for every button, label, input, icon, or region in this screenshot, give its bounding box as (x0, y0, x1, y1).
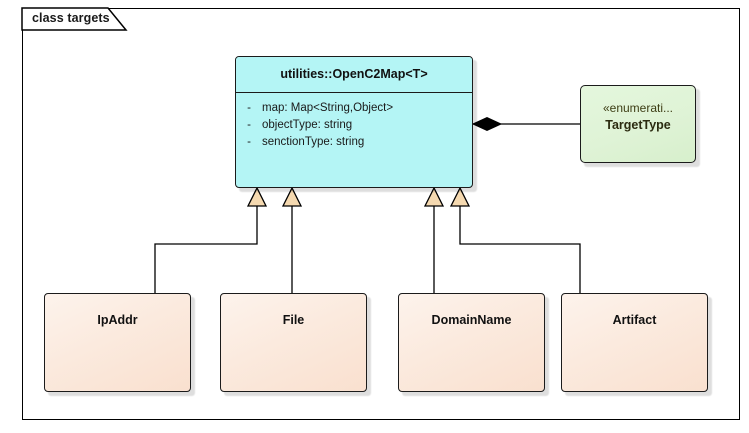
class-node-openc2map[interactable]: utilities::OpenC2Map<T> - map: Map<Strin… (235, 56, 473, 188)
class-title-ipaddr: IpAddr (97, 313, 138, 327)
attribute-visibility: - (247, 102, 251, 114)
attribute-visibility: - (247, 136, 251, 148)
attribute-row: - objectType: string (236, 117, 472, 134)
frame-title-label: class targets (32, 11, 110, 25)
class-node-file[interactable]: File (220, 293, 367, 392)
class-node-domainname[interactable]: DomainName (398, 293, 545, 392)
enumeration-name: TargetType (605, 118, 671, 132)
attribute-row: - map: Map<String,Object> (236, 100, 472, 117)
class-title-openc2map: utilities::OpenC2Map<T> (236, 57, 472, 93)
attribute-text: map: Map<String,Object> (262, 102, 394, 114)
attribute-row: - senctionType: string (236, 134, 472, 151)
class-title-domainname: DomainName (431, 313, 512, 327)
class-title-artifact: Artifact (612, 313, 657, 327)
diagram-frame (22, 8, 740, 420)
attribute-text: senctionType: string (262, 136, 365, 148)
attribute-visibility: - (247, 119, 251, 131)
class-node-ipaddr[interactable]: IpAddr (44, 293, 191, 392)
class-node-artifact[interactable]: Artifact (561, 293, 708, 392)
class-title-file: File (282, 313, 305, 327)
class-attributes: - map: Map<String,Object> - objectType: … (236, 93, 472, 151)
enumeration-stereotype: «enumerati... (602, 101, 674, 115)
attribute-text: objectType: string (262, 119, 353, 131)
enumeration-node-targettype[interactable]: «enumerati... TargetType (580, 85, 696, 163)
